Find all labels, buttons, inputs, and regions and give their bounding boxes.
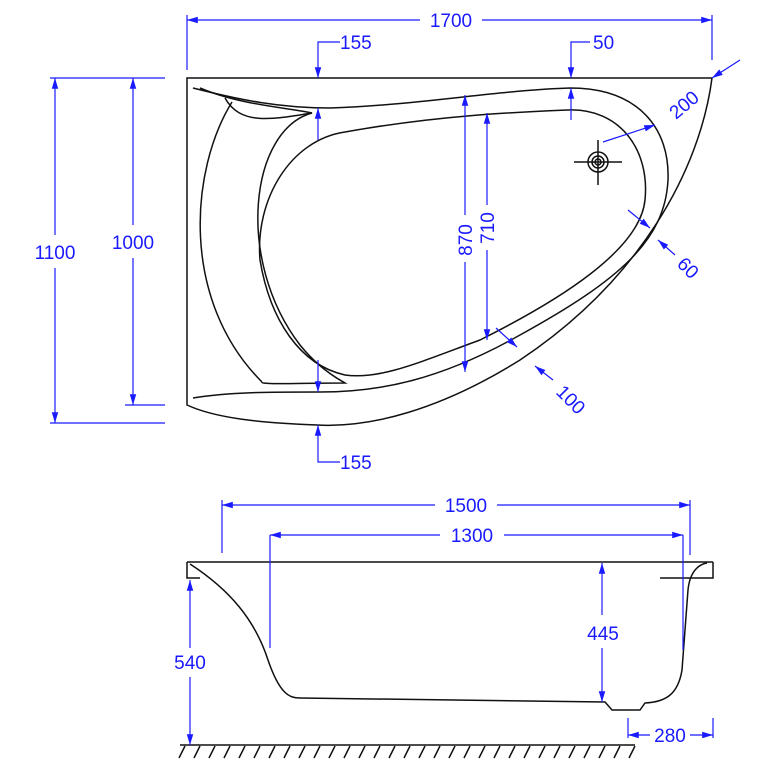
dim-60: 60 (672, 254, 702, 284)
dim-1700: 1700 (430, 11, 472, 32)
dim-445: 445 (587, 624, 619, 645)
dim-155-top: 155 (340, 33, 372, 54)
dim-280: 280 (654, 726, 686, 747)
top-view (186, 77, 713, 427)
tub-profile (189, 562, 708, 711)
dim-540: 540 (174, 653, 206, 674)
dim-100: 100 (551, 382, 588, 419)
side-view (178, 561, 714, 759)
dim-1100: 1100 (35, 243, 76, 264)
top-dimensions: 1700 155 50 200 1100 1000 870 710 60 100 (35, 11, 741, 474)
left-step-inner (199, 101, 263, 383)
dim-155-bottom: 155 (340, 453, 372, 474)
dim-1300: 1300 (451, 526, 493, 547)
outer-outline (186, 77, 713, 427)
dim-200: 200 (666, 87, 704, 123)
dim-710: 710 (478, 212, 499, 244)
dim-50: 50 (593, 33, 614, 54)
left-step-top (199, 87, 313, 120)
bowl-outline (258, 109, 647, 377)
dim-1500: 1500 (445, 496, 487, 517)
rim-outline (192, 87, 669, 399)
dim-1000: 1000 (112, 233, 154, 254)
dim-870: 870 (456, 224, 477, 256)
left-step-outer (257, 112, 348, 385)
drain-icon (574, 140, 622, 185)
floor-hatch (178, 745, 636, 759)
side-dimensions: 1500 1300 445 540 280 (174, 496, 714, 747)
